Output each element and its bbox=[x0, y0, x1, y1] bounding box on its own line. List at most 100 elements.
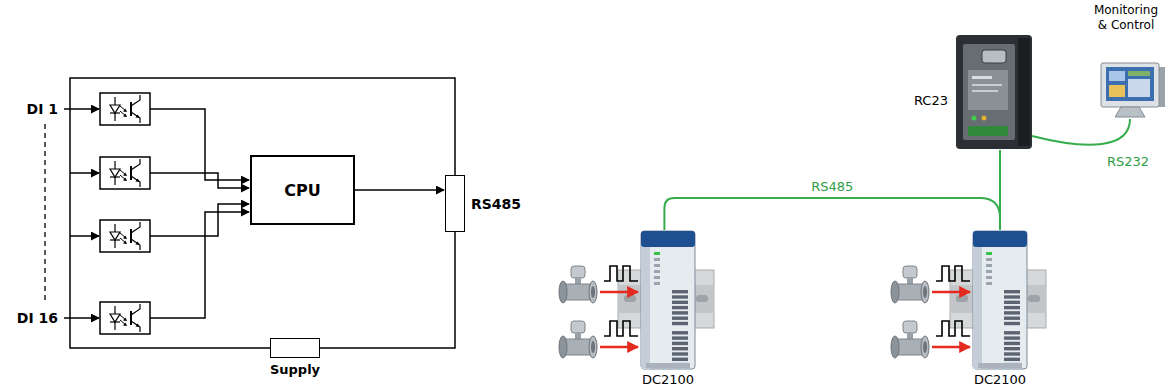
pulse-input-arrows bbox=[932, 291, 970, 294]
rs485-port: RS485 bbox=[445, 175, 523, 232]
status-led bbox=[986, 258, 992, 261]
screen-window bbox=[1128, 79, 1150, 97]
module-cap bbox=[641, 231, 695, 247]
module-foot bbox=[646, 363, 690, 368]
optocoupler-symbols bbox=[100, 157, 150, 189]
pulse-input-arrows bbox=[600, 291, 638, 294]
terminal bbox=[1004, 358, 1020, 361]
status-led bbox=[986, 276, 992, 279]
supply-rectangle bbox=[270, 338, 320, 358]
port-rectangle bbox=[445, 175, 465, 232]
terminal bbox=[1004, 306, 1020, 309]
cable-label: RS232 bbox=[1105, 154, 1151, 169]
status-led bbox=[654, 276, 660, 279]
status-led bbox=[986, 270, 992, 273]
status-led bbox=[654, 252, 660, 255]
terminal bbox=[1004, 295, 1020, 298]
optocoupler-symbols bbox=[100, 93, 150, 125]
dc2100-module-picture bbox=[964, 230, 1036, 370]
node-label: DC2100 bbox=[974, 372, 1026, 387]
node-label: Supply bbox=[270, 362, 320, 377]
terminal bbox=[1004, 301, 1020, 304]
screen-window bbox=[1109, 85, 1125, 97]
monitoring-station: Monitoring & Control bbox=[1086, 3, 1166, 119]
flow-meters bbox=[559, 321, 597, 358]
terminal bbox=[1004, 342, 1020, 345]
terminal bbox=[672, 301, 688, 304]
plate-mark bbox=[972, 90, 998, 92]
terminal bbox=[1004, 347, 1020, 350]
status-led bbox=[654, 264, 660, 267]
terminal bbox=[672, 317, 688, 320]
status-led bbox=[986, 282, 992, 285]
flow-meters bbox=[559, 266, 929, 358]
signal-arrow bbox=[355, 189, 444, 191]
digital-input-arrows bbox=[70, 235, 99, 237]
module-side bbox=[641, 247, 650, 369]
node-label: Monitoring & Control bbox=[1094, 3, 1158, 33]
terminal bbox=[672, 342, 688, 345]
monitor-bezel bbox=[1101, 63, 1159, 107]
plate-mark bbox=[972, 76, 992, 79]
terminal bbox=[672, 311, 688, 314]
node-label: RS485 bbox=[471, 196, 521, 212]
dc2100-module: DC2100 bbox=[964, 230, 1036, 390]
flow-meters bbox=[891, 266, 929, 303]
status-led bbox=[982, 116, 987, 121]
bus-cable bbox=[999, 150, 1001, 230]
terminal bbox=[672, 295, 688, 298]
dc2100-module: DC2100 bbox=[632, 230, 704, 390]
cable-label: RS485 bbox=[809, 179, 855, 194]
converter-face bbox=[963, 44, 1015, 140]
screen-window bbox=[1109, 71, 1125, 81]
module-housing-outline bbox=[70, 78, 455, 348]
status-led bbox=[972, 116, 977, 121]
signal-name: DI 16 bbox=[15, 310, 60, 326]
monitor-stand bbox=[1115, 107, 1145, 117]
status-led bbox=[654, 270, 660, 273]
monitor-screen bbox=[1106, 67, 1154, 101]
pulse-signals bbox=[604, 321, 638, 336]
terminal bbox=[1004, 352, 1020, 355]
terminal bbox=[1004, 331, 1020, 334]
pulse-signals bbox=[936, 266, 970, 281]
module-body bbox=[973, 231, 1027, 369]
node-label: RC23 bbox=[914, 93, 948, 108]
terminal bbox=[672, 306, 688, 309]
digital-input-arrows bbox=[64, 108, 99, 110]
screen-window bbox=[1128, 71, 1150, 76]
module-cap bbox=[973, 231, 1027, 247]
cpu-box: CPU bbox=[250, 155, 355, 225]
digital-input-arrows bbox=[64, 317, 99, 319]
digital-input-arrows bbox=[70, 172, 99, 174]
optocoupler-symbols bbox=[100, 220, 150, 252]
signal-wires-to-cpu bbox=[150, 173, 249, 188]
terminal bbox=[1004, 336, 1020, 339]
status-led bbox=[654, 258, 660, 261]
dc2100-module-picture bbox=[632, 230, 704, 370]
terminal bbox=[1004, 311, 1020, 314]
terminal bbox=[672, 352, 688, 355]
signal-wires-to-cpu bbox=[150, 212, 249, 318]
pulse-input-arrows bbox=[932, 346, 970, 349]
bus-cable bbox=[1032, 119, 1130, 145]
terminal bbox=[672, 336, 688, 339]
pulse-input-arrows bbox=[600, 346, 638, 349]
converter-side bbox=[1018, 38, 1030, 146]
bus-cable bbox=[664, 198, 1000, 230]
rc23-converter: RC23 bbox=[912, 34, 1040, 152]
flow-meters bbox=[891, 321, 929, 358]
terminal bbox=[672, 347, 688, 350]
converter-body bbox=[956, 35, 1032, 149]
terminal bbox=[1004, 290, 1020, 293]
node-label: CPU bbox=[284, 181, 320, 200]
terminal bbox=[672, 290, 688, 293]
digital-input-arrows bbox=[64, 109, 99, 318]
terminal bbox=[672, 322, 688, 325]
input-ellipsis-line bbox=[44, 124, 45, 304]
module-side bbox=[973, 247, 982, 369]
db9-connector bbox=[982, 50, 1006, 63]
pulse-signals bbox=[604, 266, 638, 281]
